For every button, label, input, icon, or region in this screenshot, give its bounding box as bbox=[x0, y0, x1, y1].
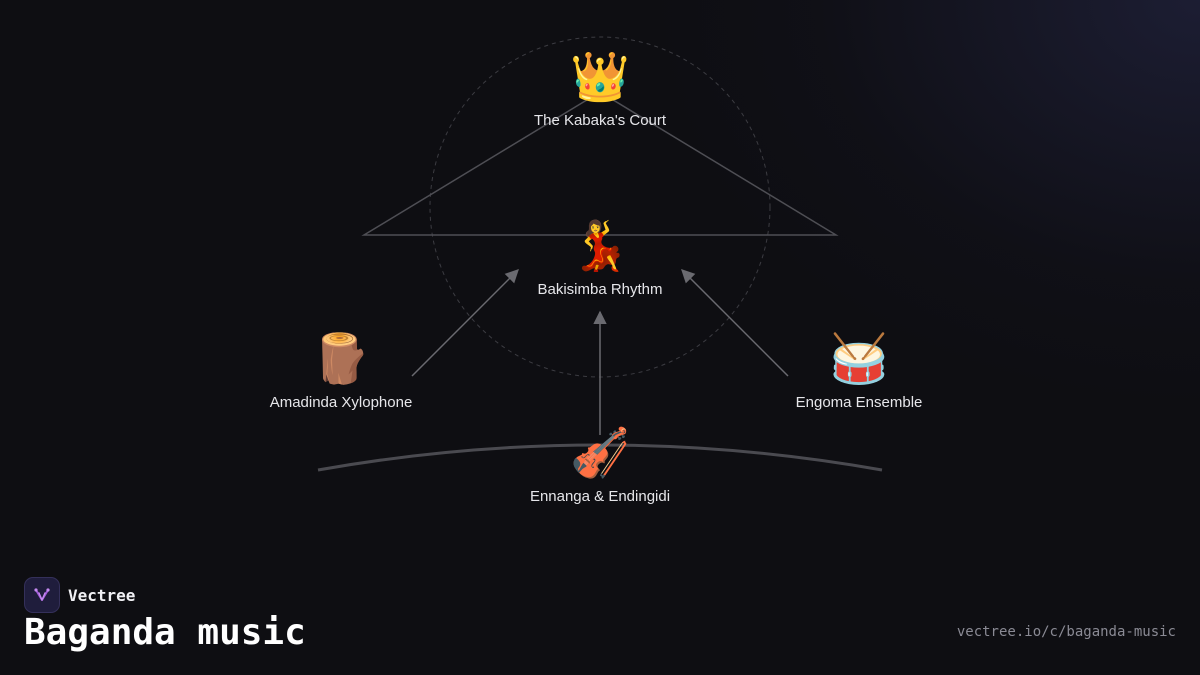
base-arc bbox=[317, 443, 883, 472]
violin-icon: 🎻 bbox=[570, 425, 630, 481]
arrow-drums-to-rhythm bbox=[681, 269, 789, 377]
node-drums-label: Engoma Ensemble bbox=[795, 394, 923, 411]
node-rhythm-label: Bakisimba Rhythm bbox=[537, 281, 663, 298]
node-court[interactable]: 👑 The Kabaka's Court bbox=[480, 50, 720, 129]
page-url[interactable]: vectree.io/c/baganda-music bbox=[956, 624, 1176, 640]
wood-log-icon: 🪵 bbox=[311, 331, 371, 387]
page-title: Baganda music bbox=[24, 612, 306, 653]
drum-icon: 🥁 bbox=[829, 331, 889, 387]
node-xylophone[interactable]: 🪵 Amadinda Xylophone bbox=[221, 332, 461, 411]
vectree-logo-icon bbox=[24, 577, 60, 613]
node-strings-label: Ennanga & Endingidi bbox=[529, 488, 671, 505]
node-xylophone-label: Amadinda Xylophone bbox=[269, 394, 413, 411]
dancer-icon: 💃 bbox=[570, 218, 630, 274]
crown-icon: 👑 bbox=[570, 49, 630, 105]
node-court-label: The Kabaka's Court bbox=[533, 112, 667, 129]
arrow-xylophone-to-rhythm bbox=[411, 269, 519, 377]
brand[interactable]: Vectree bbox=[24, 577, 135, 613]
court-triangle bbox=[361, 91, 839, 236]
brand-name: Vectree bbox=[68, 585, 136, 605]
node-rhythm[interactable]: 💃 Bakisimba Rhythm bbox=[480, 219, 720, 298]
node-drums[interactable]: 🥁 Engoma Ensemble bbox=[739, 332, 979, 411]
node-strings[interactable]: 🎻 Ennanga & Endingidi bbox=[480, 426, 720, 505]
